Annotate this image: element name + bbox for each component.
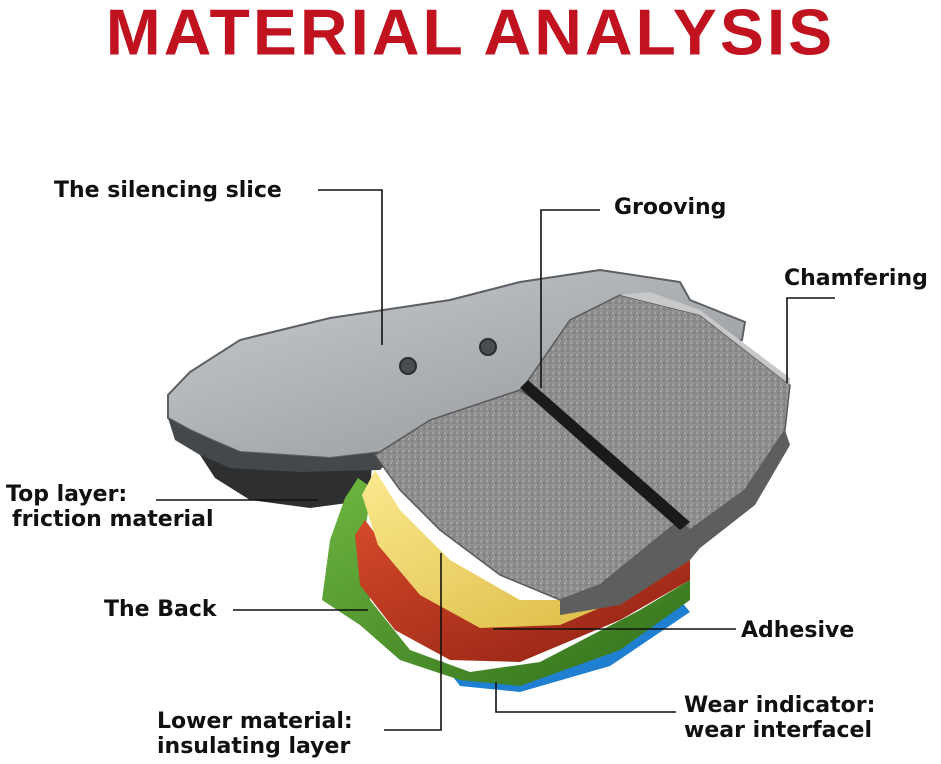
the-back-layer (322, 478, 690, 686)
label-chamfering: Chamfering (784, 266, 928, 291)
label-top-layer-line1: Top layer: (6, 482, 128, 507)
label-silencing-slice: The silencing slice (54, 178, 282, 203)
label-wear-indicator-line1: Wear indicator: (684, 693, 876, 718)
leader-wear-indicator (495, 682, 676, 713)
label-grooving: Grooving (614, 195, 727, 220)
label-adhesive: Adhesive (741, 618, 855, 643)
leader-chamfering (786, 297, 835, 383)
label-top-layer: Top layer: friction material (6, 482, 213, 532)
leader-lines (156, 189, 835, 731)
insulating-layer (355, 520, 690, 662)
adhesive-layer (362, 470, 690, 628)
friction-material-side (560, 430, 790, 615)
label-the-back: The Back (104, 597, 217, 622)
label-lower-material: Lower material: insulating layer (157, 709, 353, 759)
leader-silencing-slice (318, 189, 383, 345)
rivet (399, 357, 417, 375)
groove (520, 380, 690, 530)
label-wear-indicator: Wear indicator: wear interfacel (684, 693, 875, 743)
leader-grooving (540, 209, 600, 388)
page-title: MATERIAL ANALYSIS (105, 0, 836, 69)
rivet (479, 338, 497, 356)
wear-indicator-layer (440, 600, 690, 692)
label-top-layer-line2: friction material (12, 507, 214, 532)
label-wear-indicator-line2: wear interfacel (684, 718, 873, 743)
leader-lower-material (384, 553, 442, 731)
label-lower-material-line1: Lower material: (157, 709, 353, 734)
backing-plate-edge (168, 418, 400, 472)
label-lower-material-line2: insulating layer (157, 734, 351, 759)
